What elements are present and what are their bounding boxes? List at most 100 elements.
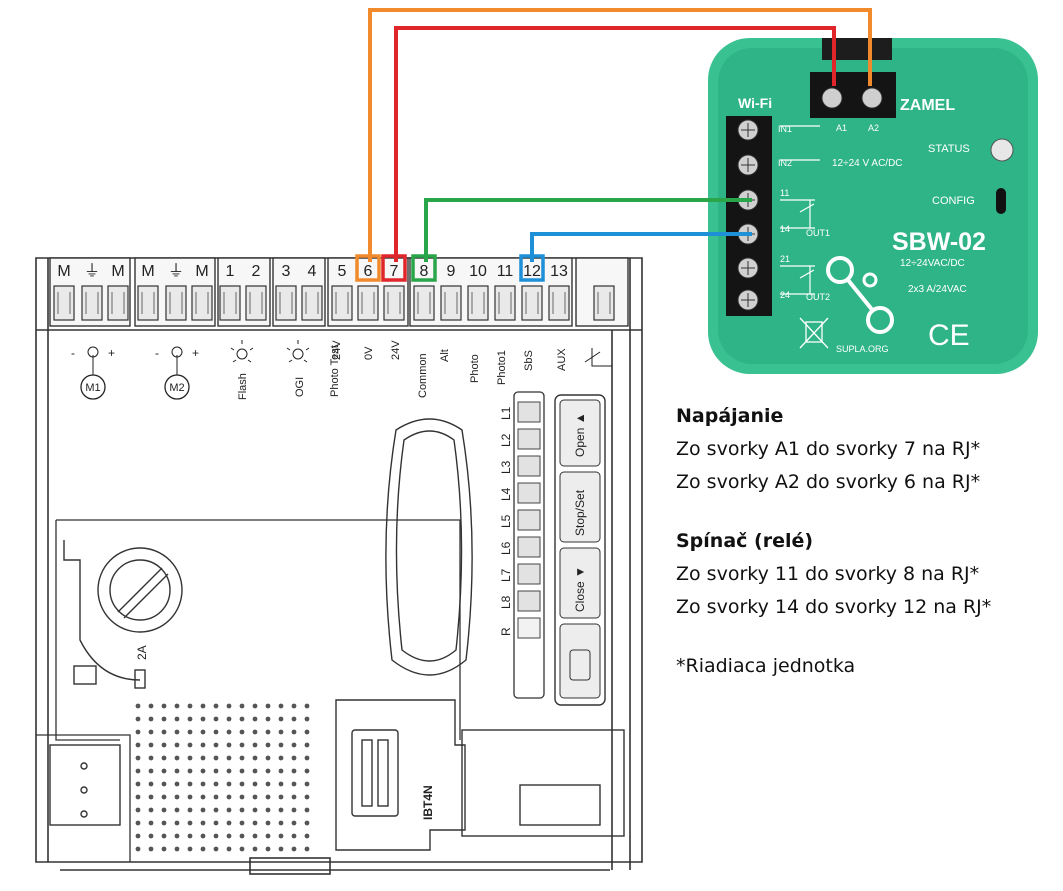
terminal-13: 7 (381, 254, 407, 321)
lamp-icon (230, 340, 254, 363)
screw-slot[interactable] (137, 285, 159, 321)
wire-a2-to-6 (368, 8, 872, 262)
weee-icon (799, 317, 829, 349)
0v-label: 0V (363, 346, 375, 360)
ce-mark: CE (928, 319, 970, 352)
function-labels: M1 -+ M2 -+ Flash OGI Photo Test 24V 0V … (71, 340, 612, 400)
screw-slot[interactable] (107, 285, 129, 321)
sbw-02-module: Wi-Fi ZAMEL STATUS CONFIG SBW-02 12÷24VA… (708, 38, 1038, 374)
led-l8: L8 (499, 590, 541, 612)
screw-slot[interactable] (440, 285, 462, 321)
screw-slot[interactable] (521, 285, 543, 321)
terminal-19: 13 (548, 263, 570, 321)
common-label: Common (417, 353, 429, 398)
screw-slot[interactable] (245, 285, 267, 321)
screw-slot[interactable] (357, 285, 379, 321)
screw-slot[interactable] (219, 285, 241, 321)
fuse-holder (63, 540, 183, 689)
terminal-label: 12 (523, 263, 541, 280)
screw-slot[interactable] (494, 285, 516, 321)
stop-set-button[interactable] (559, 471, 601, 543)
antenna-icon (584, 348, 612, 367)
screw-slot[interactable] (301, 285, 323, 321)
screw-slot[interactable] (467, 285, 489, 321)
screw-slot[interactable] (191, 285, 213, 321)
screw-slot[interactable] (548, 285, 570, 321)
terminal-20 (593, 285, 615, 321)
term-14-label: 14 (780, 224, 790, 234)
terminal-9: 3 (275, 263, 297, 321)
fuse-label: 2A (135, 645, 149, 660)
terminal-6: M (191, 263, 213, 321)
screw-slot[interactable] (593, 285, 615, 321)
close-button-label: Close ▼ (573, 566, 587, 612)
led-label: L5 (499, 514, 513, 528)
photo-label: Photo (469, 354, 481, 383)
a2-label: A2 (868, 123, 879, 133)
terminal-label: 13 (550, 263, 568, 280)
control-unit (35, 257, 643, 875)
switch-line-2: Zo svorky 14 do svorky 12 na RJ* (676, 596, 992, 618)
out1-label: OUT1 (806, 228, 830, 238)
open-button[interactable] (559, 399, 601, 467)
sbs-label: SbS (523, 350, 535, 371)
terminal-label: 7 (390, 263, 399, 280)
power-line-2: Zo svorky A2 do svorky 6 na RJ* (676, 471, 981, 493)
led-l2: L2 (499, 428, 541, 450)
led-r: R (499, 617, 541, 639)
power-title: Napájanie (676, 405, 784, 427)
led-l4: L4 (499, 482, 541, 504)
terminal-label: ⏚ (168, 262, 184, 280)
terminal-label: M (111, 263, 124, 280)
switch-title: Spínač (relé) (676, 530, 814, 552)
screw-slot[interactable] (331, 285, 353, 321)
ogi-label: OGI (294, 377, 306, 397)
vent-grid (135, 703, 310, 852)
terminal-17: 11 (494, 263, 516, 321)
terminal-12: 6 (355, 254, 381, 321)
led-label: L1 (499, 406, 513, 420)
led-label: L6 (499, 541, 513, 555)
led-l5: L5 (499, 509, 541, 531)
m2-label: M2 (169, 382, 184, 394)
in1-label: IN1 (778, 124, 792, 134)
remote-icon (569, 649, 591, 681)
close-button[interactable] (559, 547, 601, 619)
terminal-label: 11 (497, 263, 514, 280)
screw-slot[interactable] (53, 285, 75, 321)
terminal-3: M (107, 263, 129, 321)
screw-slot[interactable] (275, 285, 297, 321)
power-line-1: Zo svorky A1 do svorky 7 na RJ* (676, 438, 981, 460)
terminal-5: ⏚ (165, 262, 187, 321)
terminal-label: 3 (282, 263, 291, 280)
wires (368, 8, 872, 262)
terminal-11: 5 (331, 263, 353, 321)
remote-learn-button[interactable] (559, 623, 601, 699)
wire-14-to-12 (530, 232, 752, 262)
module-slot (49, 699, 625, 851)
24v-label-b: 24V (390, 340, 402, 360)
terminal-label: 2 (252, 263, 261, 280)
led-label: L4 (499, 487, 513, 501)
terminal-label: 9 (447, 263, 456, 280)
lamp-icon (286, 340, 310, 363)
brand-logo: ZAMEL (900, 97, 955, 114)
supla-label: SUPLA.ORG (836, 344, 889, 354)
screw-slot[interactable] (413, 285, 435, 321)
terminal-label: M (57, 263, 70, 280)
term-21-label: 21 (780, 254, 790, 264)
terminal-label: M (195, 263, 208, 280)
config-label: CONFIG (932, 195, 975, 207)
m1-symbol: M1 -+ (71, 346, 115, 400)
screw-slot[interactable] (383, 285, 405, 321)
m1-label: M1 (85, 382, 100, 394)
screw-slot[interactable] (81, 285, 103, 321)
supply-spec-2: 12÷24VAC/DC (900, 258, 965, 269)
terminal-label: 6 (364, 263, 373, 280)
svg-text:-: - (71, 346, 75, 360)
terminal-label: M (141, 263, 154, 280)
screw-slot[interactable] (165, 285, 187, 321)
switch-line-1: Zo svorky 11 do svorky 8 na RJ* (676, 563, 980, 585)
led-label: L7 (499, 568, 513, 582)
